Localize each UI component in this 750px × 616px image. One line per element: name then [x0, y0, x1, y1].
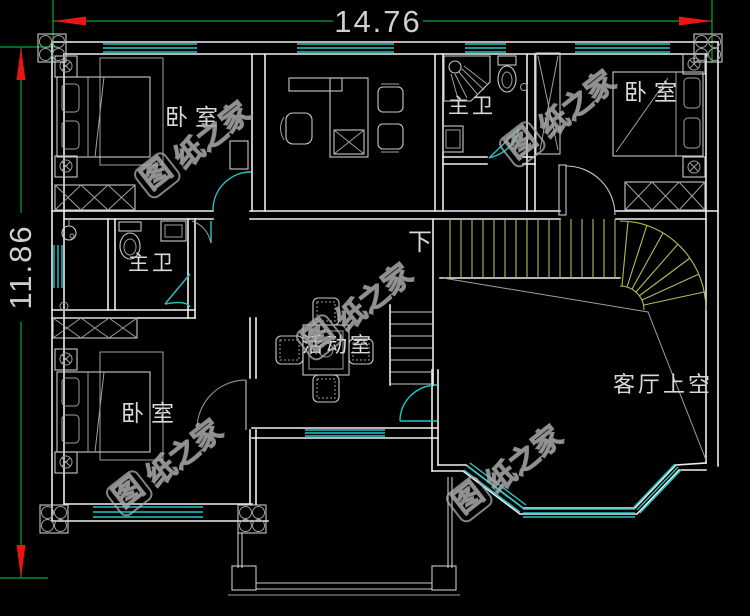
arrow-down-icon [16, 545, 26, 578]
dimension-left: 11.86 [0, 46, 58, 579]
corner-column-icon [237, 504, 267, 534]
furniture-activity-room [275, 297, 374, 403]
chair-icon [377, 123, 404, 150]
door-bedroom-top-right [558, 164, 616, 216]
dimension-top: 14.76 [52, 0, 713, 63]
stair-winders [619, 220, 707, 311]
bay-window-right [633, 463, 682, 514]
nightstand-icon [682, 156, 706, 178]
door-bathroom-middle [164, 273, 191, 308]
stairs-down-label: 下 [408, 229, 435, 256]
stairs [389, 218, 707, 461]
room-labels: 卧室 主卫 卧室 主卫 卧室 活动室 客厅上空 下 [121, 79, 713, 426]
room-label-bedroom-top-left: 卧室 [165, 104, 225, 130]
stair-break-line [442, 277, 707, 461]
corner-column-icon [39, 504, 69, 534]
toilet-icon [118, 221, 142, 260]
office-chair-icon [285, 112, 313, 145]
window-top-2 [297, 43, 394, 53]
shelf-icon [288, 77, 343, 92]
balcony-column [231, 565, 257, 591]
dimension-width-label: 14.76 [334, 4, 422, 39]
bed-icon [612, 71, 704, 157]
room-label-bedroom-bottom-left: 卧室 [121, 400, 181, 426]
window-left [53, 245, 63, 288]
windows [53, 43, 682, 518]
arrow-left-icon [53, 16, 86, 26]
doors [164, 128, 616, 430]
furniture-bedroom-top-right [535, 52, 706, 211]
outer-walls [51, 41, 719, 522]
door-shower-room [191, 220, 212, 244]
drain-icon [59, 301, 69, 311]
nightstand-icon [54, 348, 78, 371]
furniture-shower-room [59, 220, 77, 311]
chair-icon [377, 86, 404, 113]
nightstand-icon [54, 155, 78, 178]
door-bedroom-top-left [212, 140, 252, 211]
corner-column-icon [37, 33, 67, 63]
closet-icon [535, 52, 561, 155]
interior-walls [51, 53, 719, 505]
door-bathroom-top [488, 128, 520, 159]
toilet-icon [497, 55, 517, 93]
window-top-3 [465, 43, 506, 53]
stair-treads-upper [449, 219, 616, 278]
door-stairs [399, 384, 438, 422]
window-bottom [93, 506, 203, 518]
balcony-column [431, 565, 457, 591]
chair-icon [348, 338, 374, 365]
corner-column-icon [693, 33, 723, 63]
window-top-1 [103, 43, 197, 53]
wardrobe-icon [54, 184, 136, 211]
room-label-bedroom-top-right: 卧室 [624, 79, 684, 105]
wardrobe-icon [624, 181, 706, 211]
door-bedroom-bottom [196, 379, 247, 430]
room-label-activity-room: 活动室 [302, 334, 374, 357]
chair-icon [275, 335, 304, 365]
arrow-up-icon [16, 47, 26, 80]
furniture-bathroom-middle [118, 220, 187, 260]
dimension-height-label: 11.86 [3, 224, 38, 309]
bed-cover [99, 57, 164, 166]
corner-columns [37, 33, 723, 534]
chair-icon [312, 297, 340, 326]
sink-icon [442, 125, 464, 153]
stair-treads-lower [390, 311, 433, 385]
furniture-bathroom-top [442, 55, 528, 153]
shower-icon [443, 55, 491, 102]
bed-icon [56, 76, 151, 158]
balcony [228, 477, 460, 596]
sink-icon [160, 220, 187, 242]
furniture-study [280, 77, 404, 158]
room-label-bathroom-top: 主卫 [448, 95, 496, 118]
window-hall [305, 429, 385, 437]
furniture-bedroom-bottom-left [52, 317, 164, 474]
desk-icon [329, 77, 369, 158]
chair-icon [312, 374, 340, 403]
bay-window-left [463, 462, 527, 513]
window-top-4 [575, 43, 670, 53]
room-label-bathroom-middle: 主卫 [128, 252, 176, 275]
nightstand-icon [54, 451, 78, 474]
room-label-living-void: 客厅上空 [613, 372, 713, 397]
furniture-bedroom-top-left [54, 55, 164, 211]
wardrobe-icon [52, 317, 138, 339]
arrow-right-icon [679, 16, 712, 26]
bay-window-bottom [523, 508, 635, 518]
